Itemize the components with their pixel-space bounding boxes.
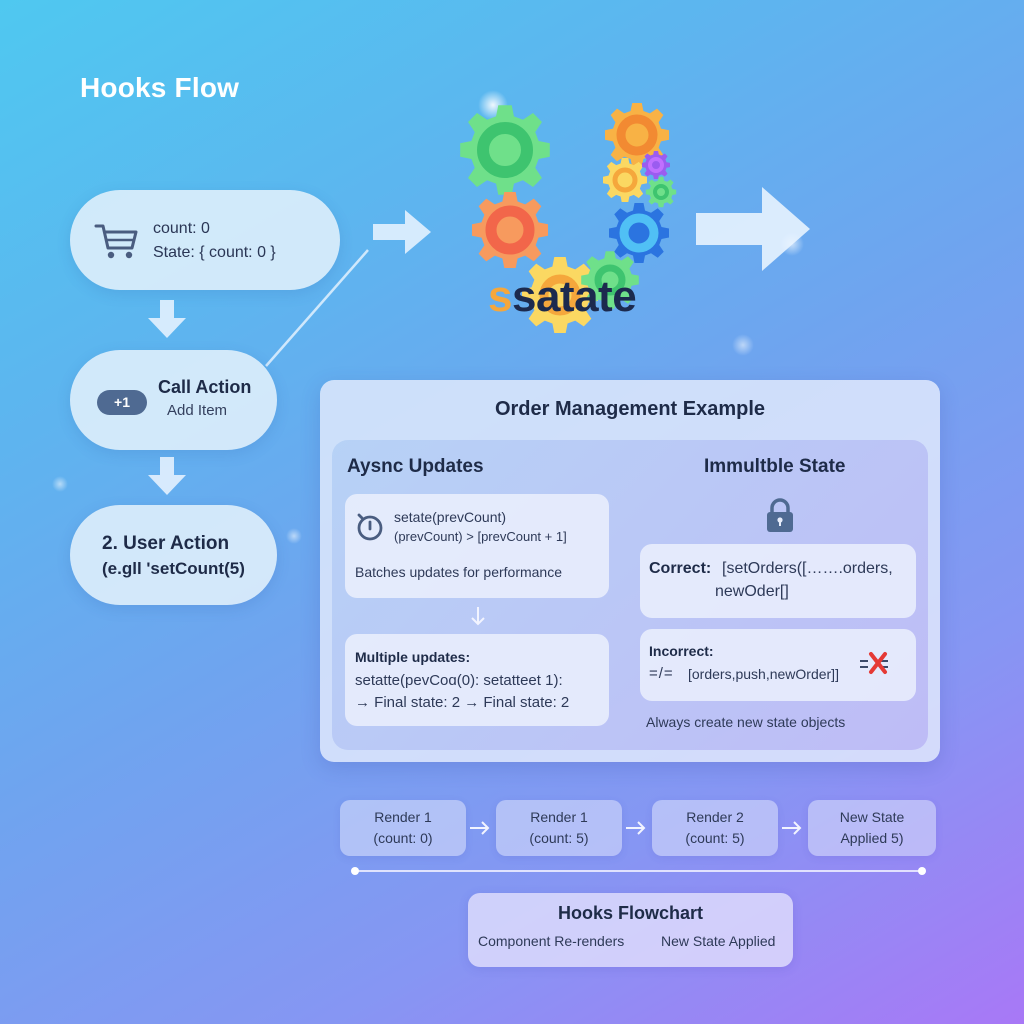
hooks-flowchart-legend: Hooks Flowchart Component Re-renders New… [468, 893, 793, 967]
async-updates-title: Aysnc Updates [347, 456, 484, 477]
down-arrow-icon [471, 607, 485, 626]
incorrect-card: Incorrect: =/= [orders,push,newOrder]] [640, 629, 916, 701]
immutable-note: Always create new state objects [646, 714, 846, 730]
panel-inner: Aysnc Updates Immultble State setate(pre… [332, 440, 928, 750]
lock-icon [767, 498, 793, 532]
immutable-state-title: Immultble State [704, 456, 846, 477]
right-arrow-icon [470, 821, 490, 835]
multiple-updates-card: Multiple updates: setatte(pevCoɑ(0): set… [345, 634, 609, 726]
right-arrow-icon [782, 821, 802, 835]
timeline-start-dot [351, 867, 359, 875]
cart-icon [94, 224, 138, 259]
incorrect-label: Incorrect: [649, 643, 714, 659]
glow-decoration [52, 476, 68, 492]
legend-item-new-state: New State Applied [661, 933, 776, 949]
multiple-updates-line1: setatte(pevCoɑ(0): setatteet 1): [355, 672, 563, 689]
glow-decoration [732, 334, 754, 356]
timeline-bar [355, 870, 922, 872]
increment-badge: +1 [97, 390, 147, 415]
panel-title: Order Management Example [494, 398, 766, 420]
right-arrow-icon [373, 210, 431, 254]
right-arrow-icon [696, 187, 810, 271]
correct-label: Correct: [649, 560, 712, 577]
right-arrow-icon [626, 821, 646, 835]
render-step-line1: New State [839, 809, 905, 825]
correct-card: Correct: [setOrders([…….orders, newOder[… [640, 544, 916, 618]
user-action-node[interactable]: 2. User Action (e.gll 'setCount(5) [70, 505, 277, 605]
render-step: Render 2 (count: 5) [652, 800, 778, 856]
count-value: count: 0 [153, 220, 210, 237]
error-x-icon [860, 652, 888, 674]
call-action-subtitle: Add Item [167, 402, 228, 419]
down-arrow-icon [148, 300, 186, 338]
page-title: Hooks Flow [80, 72, 240, 103]
render-step: New State Applied 5) [808, 800, 936, 856]
down-arrow-icon [148, 457, 186, 495]
state-value: State: { count: 0 } [153, 244, 276, 261]
multiple-updates-line2: → Final state: 2 → Final state: 2 [355, 694, 570, 711]
render-step-line1: Render 2 [686, 809, 744, 825]
async-code-line2: (prevCount) > [prevCount + 1] [394, 529, 567, 544]
logo-main: satate [511, 272, 637, 321]
render-step: Render 1 (count: 5) [496, 800, 622, 856]
timer-icon [357, 513, 383, 541]
order-management-panel: Order Management Example Aysnc Updates I… [320, 380, 940, 762]
async-note: Batches updates for performance [355, 564, 563, 580]
logo-prefix: s [488, 272, 512, 321]
glow-decoration [286, 528, 302, 544]
incorrect-code: [orders,push,newOrder]] [688, 666, 839, 682]
render-step-line2: Applied 5) [840, 830, 904, 846]
state-node[interactable]: count: 0 State: { count: 0 } [70, 190, 340, 290]
render-step: Render 1 (count: 0) [340, 800, 466, 856]
call-action-title: Call Action [158, 377, 252, 397]
render-timeline [351, 867, 926, 875]
not-equal-prefix: =/= [649, 665, 674, 682]
legend-item-rerenders: Component Re-renders [478, 933, 625, 949]
render-step-line2: (count: 5) [685, 830, 745, 846]
render-step-line1: Render 1 [530, 809, 588, 825]
user-action-subtitle: (e.gll 'setCount(5) [102, 559, 245, 578]
user-action-title: 2. User Action [102, 533, 230, 554]
timeline-end-dot [918, 867, 926, 875]
gears-icon [460, 103, 677, 333]
correct-code-line1: [setOrders([…….orders, [722, 560, 893, 577]
legend-title: Hooks Flowchart [557, 903, 704, 923]
multiple-updates-heading: Multiple updates: [355, 649, 471, 665]
async-code-line1: setate(prevCount) [394, 509, 507, 525]
render-step-line2: (count: 0) [373, 830, 433, 846]
correct-code-line2: newOder[] [715, 583, 789, 600]
render-step-line1: Render 1 [374, 809, 432, 825]
logo-text: ssatate [488, 272, 637, 322]
async-card: setate(prevCount) (prevCount) > [prevCou… [345, 494, 609, 598]
render-step-line2: (count: 5) [529, 830, 589, 846]
call-action-node[interactable]: +1 Call Action Add Item [70, 350, 277, 450]
